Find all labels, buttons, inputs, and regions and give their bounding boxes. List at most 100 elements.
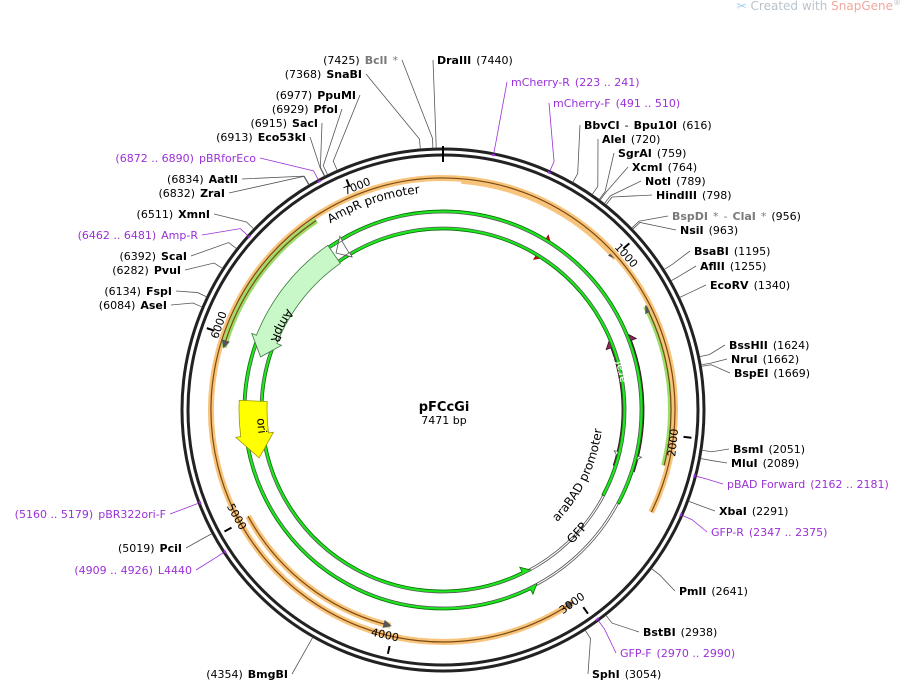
site-label-part: (6977): [276, 89, 313, 102]
plasmid-length: 7471 bp: [421, 414, 466, 427]
site-label-part: (1662): [763, 353, 800, 366]
site-leader: [175, 290, 207, 298]
primer-site-marker: [693, 473, 696, 478]
site-label: DraIII(7440): [437, 54, 513, 67]
site-leader: [572, 124, 581, 183]
site-leader: [701, 358, 728, 366]
site-label: AleI(720): [602, 133, 660, 146]
site-leader: [401, 59, 434, 149]
site-label-part: (6832): [159, 187, 196, 200]
site-label-part: (2970 .. 2990): [657, 647, 736, 660]
site-leader: [190, 242, 237, 257]
site-leader: [700, 458, 728, 464]
site-label-part: pBRforEco: [199, 152, 256, 165]
site-label-part: (789): [676, 175, 706, 188]
site-label-part: NotI: [645, 175, 671, 188]
site-label-part: (2641): [711, 585, 748, 598]
site-label: SphI(3054): [592, 668, 661, 681]
snapgene-logo-icon: ✂: [736, 0, 747, 13]
site-label: (5019)PciI: [118, 542, 182, 555]
site-label-part: GFP-R: [711, 526, 744, 539]
site-leader: [670, 265, 697, 282]
site-leader: [185, 533, 213, 549]
site-label-part: (6511): [137, 208, 174, 221]
site-leader: [291, 637, 314, 675]
site-leader: [365, 73, 421, 150]
site-label-part: NruI: [731, 353, 758, 366]
site-label-part: (6084): [99, 299, 136, 312]
site-labels: DraIII(7440)(7425)BclI*(7368)SnaBI(6977)…: [15, 54, 889, 681]
site-label-part: (6929): [272, 103, 309, 116]
watermark-registered: ®: [893, 0, 901, 7]
site-leader: [259, 157, 319, 180]
site-label: (6915)SacI: [250, 117, 318, 130]
site-label-part: (2938): [681, 626, 718, 639]
feature-ampr: [251, 244, 341, 358]
site-label: (6084)AseI: [99, 299, 167, 312]
site-label: (7368)SnaBI: [285, 68, 362, 81]
site-label-part: (4909 .. 4926): [74, 564, 153, 577]
site-label-part: BsaBI: [694, 245, 729, 258]
site-label: (5160 .. 5179) pBR322ori-F: [15, 508, 166, 521]
site-label-part: pBR322ori-F: [98, 508, 166, 521]
site-label-part: BmgBI: [248, 668, 288, 681]
site-leader: [688, 500, 716, 512]
site-leader: [309, 136, 325, 177]
site-label-part: (963): [709, 224, 739, 237]
site-leader: [701, 448, 730, 453]
site-label-part: (1195): [734, 245, 771, 258]
site-leader: [184, 262, 223, 271]
feature-gfp: [242, 209, 644, 611]
site-label: NotI (789): [645, 175, 706, 188]
site-label-part: GFP-F: [620, 647, 652, 660]
site-label: (6872 .. 6890) pBRforEco: [115, 152, 256, 165]
primer-site-marker: [595, 617, 600, 622]
site-label-part: mCherry-R: [511, 76, 570, 89]
site-leader: [213, 213, 254, 230]
tick-label-5000: 5000: [224, 501, 249, 532]
site-label: (6913)Eco53kI: [216, 131, 306, 144]
site-leader: [591, 138, 599, 195]
site-label: (6282)PvuI: [112, 264, 181, 277]
site-leader: [332, 94, 361, 171]
site-label: BsmI(2051): [733, 443, 805, 456]
site-label-part: PvuI: [154, 264, 181, 277]
site-label-part: BbvCI: [584, 119, 620, 132]
site-leader: [598, 620, 617, 654]
site-label-part: (3054): [625, 668, 662, 681]
primer-site-marker: [547, 171, 552, 175]
site-leader: [632, 222, 677, 231]
site-label: AflII(1255): [700, 260, 766, 273]
site-label-part: (2291): [752, 505, 789, 518]
site-label-part: AatII: [209, 173, 238, 186]
site-label-part: (5160 .. 5179): [15, 508, 94, 521]
site-label-part: HindIII: [656, 189, 697, 202]
site-label-part: (2089): [763, 457, 800, 470]
snapgene-watermark: ✂ Created with SnapGene®: [737, 0, 901, 13]
site-label-part: SnaBI: [326, 68, 362, 81]
site-label-part: (759): [657, 147, 687, 160]
site-label: (6977)PpuMI: [276, 89, 356, 102]
tick-mark-7000: [345, 178, 351, 188]
site-label-part: (764): [668, 161, 698, 174]
site-label: NruI (1662): [731, 353, 799, 366]
site-label-part: Amp-R: [161, 229, 198, 242]
site-label-part: PciI: [160, 542, 182, 555]
site-leader: [682, 515, 708, 533]
site-label: (6834)AatII: [167, 173, 238, 186]
tick-mark-3000: [582, 606, 589, 615]
site-label-part: MluI: [731, 457, 758, 470]
site-leader: [322, 108, 343, 175]
site-label: BstBI(2938): [643, 626, 717, 639]
site-label-part: PmlI: [679, 585, 706, 598]
green-feature-arac-line: [645, 305, 672, 466]
site-label: XcmI(764): [632, 161, 697, 174]
site-label-part: (491 .. 510): [616, 97, 681, 110]
primer-site-marker: [491, 153, 496, 157]
site-label-part: AleI: [602, 133, 626, 146]
site-label-part: SacI: [292, 117, 318, 130]
site-label-part: (6872 .. 6890): [115, 152, 194, 165]
site-leader: [699, 344, 726, 358]
label-arac: araC: [610, 354, 630, 384]
primer-site-marker: [247, 234, 252, 239]
